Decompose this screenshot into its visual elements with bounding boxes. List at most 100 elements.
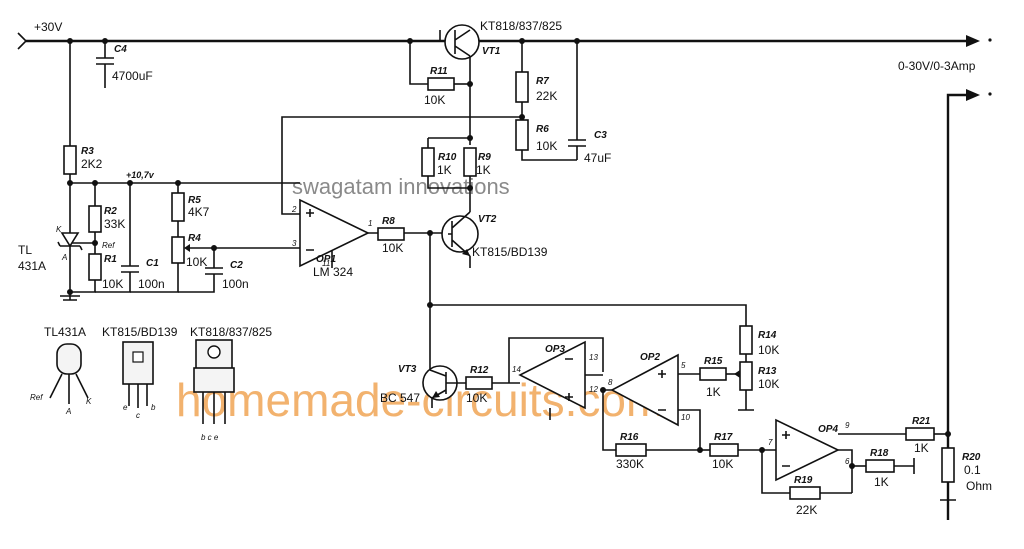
op4-pin-6: 6 xyxy=(845,457,850,466)
package-kt818 xyxy=(193,339,235,424)
r15-ref: R15 xyxy=(704,356,723,367)
op3-pin-12: 12 xyxy=(589,385,598,394)
r21-value: 1K xyxy=(914,441,929,455)
tl431-pkg-pin-ref: Ref xyxy=(30,393,43,402)
r7-value: 22K xyxy=(536,89,557,103)
package-tl431 xyxy=(49,343,89,404)
op1-ref: OP1 xyxy=(316,254,336,265)
r16-ref: R16 xyxy=(620,432,639,443)
resistor-r12 xyxy=(465,376,493,390)
c3-ref: C3 xyxy=(594,130,607,141)
r9-value: 1K xyxy=(476,163,491,177)
r21-ref: R21 xyxy=(912,416,931,427)
resistor-r11 xyxy=(427,77,455,91)
r2-value: 33K xyxy=(104,217,125,231)
r13-ref: R13 xyxy=(758,366,777,377)
resistor-r7 xyxy=(515,71,529,103)
resistors-r13-r14 xyxy=(427,302,754,411)
r15-value: 1K xyxy=(706,385,721,399)
resistor-r10 xyxy=(421,147,435,177)
vt3-ref: VT3 xyxy=(398,364,417,375)
tl431-pkg-pin-k: K xyxy=(86,397,92,406)
r12-value: 10K xyxy=(466,391,487,405)
resistor-r1 xyxy=(88,253,102,281)
r2-ref: R2 xyxy=(104,206,117,217)
transistor-vt2 xyxy=(441,211,479,268)
resistor-r3 xyxy=(63,145,77,175)
ref-rail-label: +10,7v xyxy=(126,170,155,180)
kt815-pkg-pin-c: c xyxy=(136,411,140,420)
vt2-ref: VT2 xyxy=(478,214,497,225)
op4-pin-9: 9 xyxy=(845,421,850,430)
r13-value: 10K xyxy=(758,377,779,391)
supply-voltage-label: +30V xyxy=(34,20,62,34)
c1-value: 100n xyxy=(138,277,165,291)
c4-ref: C4 xyxy=(114,44,127,55)
r16-value: 330K xyxy=(616,457,644,471)
op4-pin-7: 7 xyxy=(768,438,773,447)
r6-ref: R6 xyxy=(536,124,549,135)
resistor-r9 xyxy=(463,147,477,177)
r18-ref: R18 xyxy=(870,448,889,459)
kt818-package-label: KT818/837/825 xyxy=(190,325,272,339)
output-arrow-icon xyxy=(966,35,980,47)
r12-ref: R12 xyxy=(470,365,489,376)
resistor-r18 xyxy=(865,459,895,473)
opamp-op3 xyxy=(508,337,604,420)
r11-value: 10K xyxy=(424,93,445,107)
potentiometer-r4 xyxy=(171,236,185,264)
resistor-r2 xyxy=(88,205,102,233)
transistor-vt3 xyxy=(422,233,520,408)
kt818-pkg-pins: b c e xyxy=(201,433,219,442)
r18-value: 1K xyxy=(874,475,889,489)
reference-section xyxy=(57,38,300,301)
op1-pin-1: 1 xyxy=(368,219,372,228)
op3-pin-14: 14 xyxy=(512,365,521,374)
op4-ref: OP4 xyxy=(818,424,838,435)
tl431-name-1: TL xyxy=(18,243,32,257)
op2-pin-10: 10 xyxy=(681,413,690,422)
resistor-r20 xyxy=(941,447,955,483)
c2-ref: C2 xyxy=(230,260,243,271)
r6-value: 10K xyxy=(536,139,557,153)
r8-ref: R8 xyxy=(382,216,395,227)
r20-value: 0.1 xyxy=(964,463,981,477)
kt815-package-label: KT815/BD139 xyxy=(102,325,178,339)
resistors-r9-r10 xyxy=(421,135,477,212)
r20-unit: Ohm xyxy=(966,479,992,493)
r4-value: 10K xyxy=(186,255,207,269)
c1-ref: C1 xyxy=(146,258,159,269)
tl431-pkg-pin-a: A xyxy=(65,407,71,416)
watermark-main: homemade-circuits.com xyxy=(176,374,664,426)
r17-ref: R17 xyxy=(714,432,733,443)
resistor-r21 xyxy=(905,427,935,441)
kt815-pkg-pin-e: e xyxy=(123,403,128,412)
package-kt815 xyxy=(122,341,154,408)
opamp-op2 xyxy=(600,353,740,457)
resistor-r16 xyxy=(615,443,647,457)
r19-value: 22K xyxy=(796,503,817,517)
r14-value: 10K xyxy=(758,343,779,357)
r14-ref: R14 xyxy=(758,330,777,341)
tl431-name-2: 431A xyxy=(18,259,46,273)
op2-pin-5: 5 xyxy=(681,361,686,370)
vt1-ref: VT1 xyxy=(482,46,501,57)
r19-ref: R19 xyxy=(794,475,813,486)
tl431-package-label: TL431A xyxy=(44,325,86,339)
tl431-a-pin: A xyxy=(61,253,67,262)
watermark-top: swagatam innovations xyxy=(292,174,510,199)
resistor-r15 xyxy=(699,367,727,381)
op1-pin-11: 11 xyxy=(322,259,330,268)
op2-pin-8: 8 xyxy=(608,378,613,387)
op3-ref: OP3 xyxy=(545,344,565,355)
op1-type: LM 324 xyxy=(313,265,353,279)
resistor-r14 xyxy=(739,325,753,355)
r5-ref: R5 xyxy=(188,195,201,206)
r1-ref: R1 xyxy=(104,254,117,265)
op1-pin-2: 2 xyxy=(291,205,297,214)
vt1-type: KT818/837/825 xyxy=(480,19,562,33)
r11-ref: R11 xyxy=(430,66,448,77)
potentiometer-r13 xyxy=(739,361,753,391)
divider-r7-r6 xyxy=(470,38,586,161)
resistor-r5 xyxy=(171,192,185,222)
